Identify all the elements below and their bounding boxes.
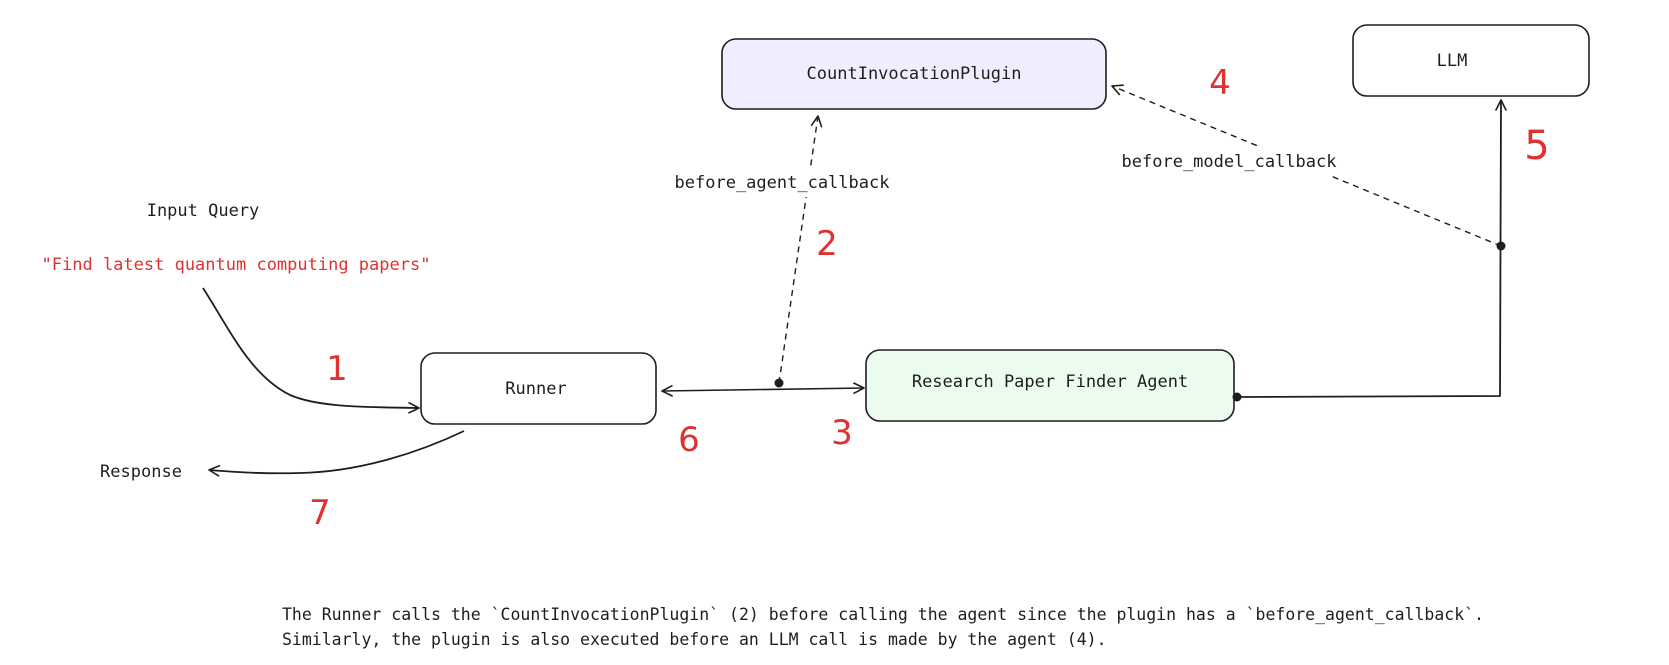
agent-node-label: Research Paper Finder Agent: [912, 372, 1188, 392]
diagram-caption: The Runner calls the `CountInvocationPlu…: [282, 602, 1662, 652]
before-model-callback-label: before_model_callback: [1122, 152, 1337, 172]
before-agent-callback-arrow: [778, 115, 823, 384]
llm-node-label: LLM: [1437, 51, 1468, 71]
step-number-7: 7: [309, 493, 331, 533]
query-to-runner-arrow: [202, 287, 420, 414]
response-label: Response: [100, 462, 182, 482]
step-number-4: 4: [1209, 63, 1231, 103]
step-number-2: 2: [816, 224, 838, 264]
query-text: "Find latest quantum computing papers": [42, 255, 431, 275]
agent-to-llm-arrow: [1236, 99, 1507, 398]
agent-node: Research Paper Finder Agent: [865, 349, 1235, 422]
llm-node: LLM: [1352, 24, 1590, 97]
before-agent-callback-label: before_agent_callback: [675, 173, 890, 193]
runner-to-response-arrow: [208, 430, 465, 477]
plugin-node-label: CountInvocationPlugin: [807, 64, 1022, 84]
before-model-callback-label-bg: [1105, 146, 1353, 176]
caption-line-1: The Runner calls the `CountInvocationPlu…: [282, 605, 1484, 624]
runner-node-label: Runner: [505, 379, 566, 399]
runner-agent-bidirectional-arrow: [661, 382, 865, 397]
step-number-6: 6: [678, 420, 700, 460]
step-number-3: 3: [831, 413, 853, 453]
caption-line-2: Similarly, the plugin is also executed b…: [282, 630, 1107, 649]
plugin-node: CountInvocationPlugin: [721, 38, 1107, 110]
input-query-label: Input Query: [147, 201, 260, 221]
before-agent-callback-label-bg: [660, 167, 904, 197]
runner-node: Runner: [420, 352, 657, 425]
step-number-5: 5: [1524, 123, 1549, 169]
step-number-1: 1: [326, 349, 348, 389]
